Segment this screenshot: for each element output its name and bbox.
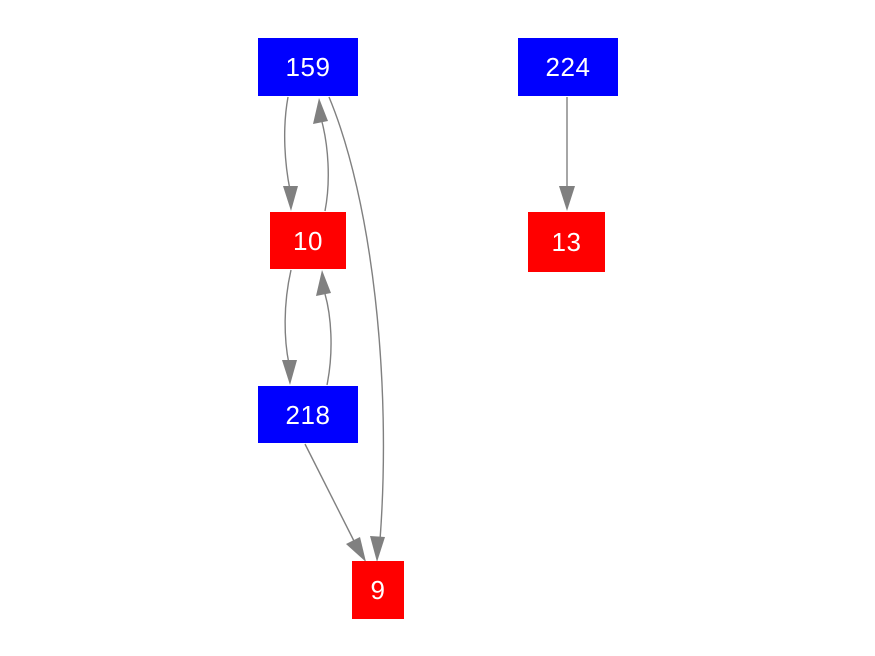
edge-159-to-9-arrowhead [370,536,385,562]
edge-218-to-10-line [324,293,332,386]
node-9[interactable]: 9 [352,561,404,619]
edge-159-to-10-arrowhead [283,186,298,211]
edge-159-to-9 [328,96,385,562]
node-9-label: 9 [370,575,386,605]
edge-218-to-10-arrowhead [316,270,331,296]
edge-224-to-13 [559,97,575,211]
edge-10-to-159-arrowhead [313,98,328,124]
node-218-label: 218 [285,399,331,430]
edge-224-to-13-arrowhead [559,186,575,211]
edge-10-to-218-line [284,269,292,365]
node-13-label: 13 [551,227,582,257]
edge-218-to-9 [304,443,366,562]
node-10[interactable]: 10 [270,212,346,269]
edge-10-to-218-arrowhead [282,360,297,385]
edge-218-to-9-line [304,443,356,544]
edge-159-to-10-line [283,96,291,191]
node-224-label: 224 [545,52,591,82]
edge-159-to-9-line [328,96,385,541]
edge-10-to-159 [313,98,329,212]
edge-159-to-10 [283,96,298,211]
edge-218-to-10 [316,270,332,386]
node-159[interactable]: 159 [258,38,358,96]
node-10-label: 10 [293,225,323,256]
node-218[interactable]: 218 [258,386,358,443]
node-13[interactable]: 13 [528,212,605,272]
node-224[interactable]: 224 [518,38,618,96]
node-159-label: 159 [285,52,331,82]
edge-10-to-159-line [321,121,329,212]
edge-10-to-218 [282,269,297,385]
edge-218-to-9-arrowhead [346,537,366,562]
